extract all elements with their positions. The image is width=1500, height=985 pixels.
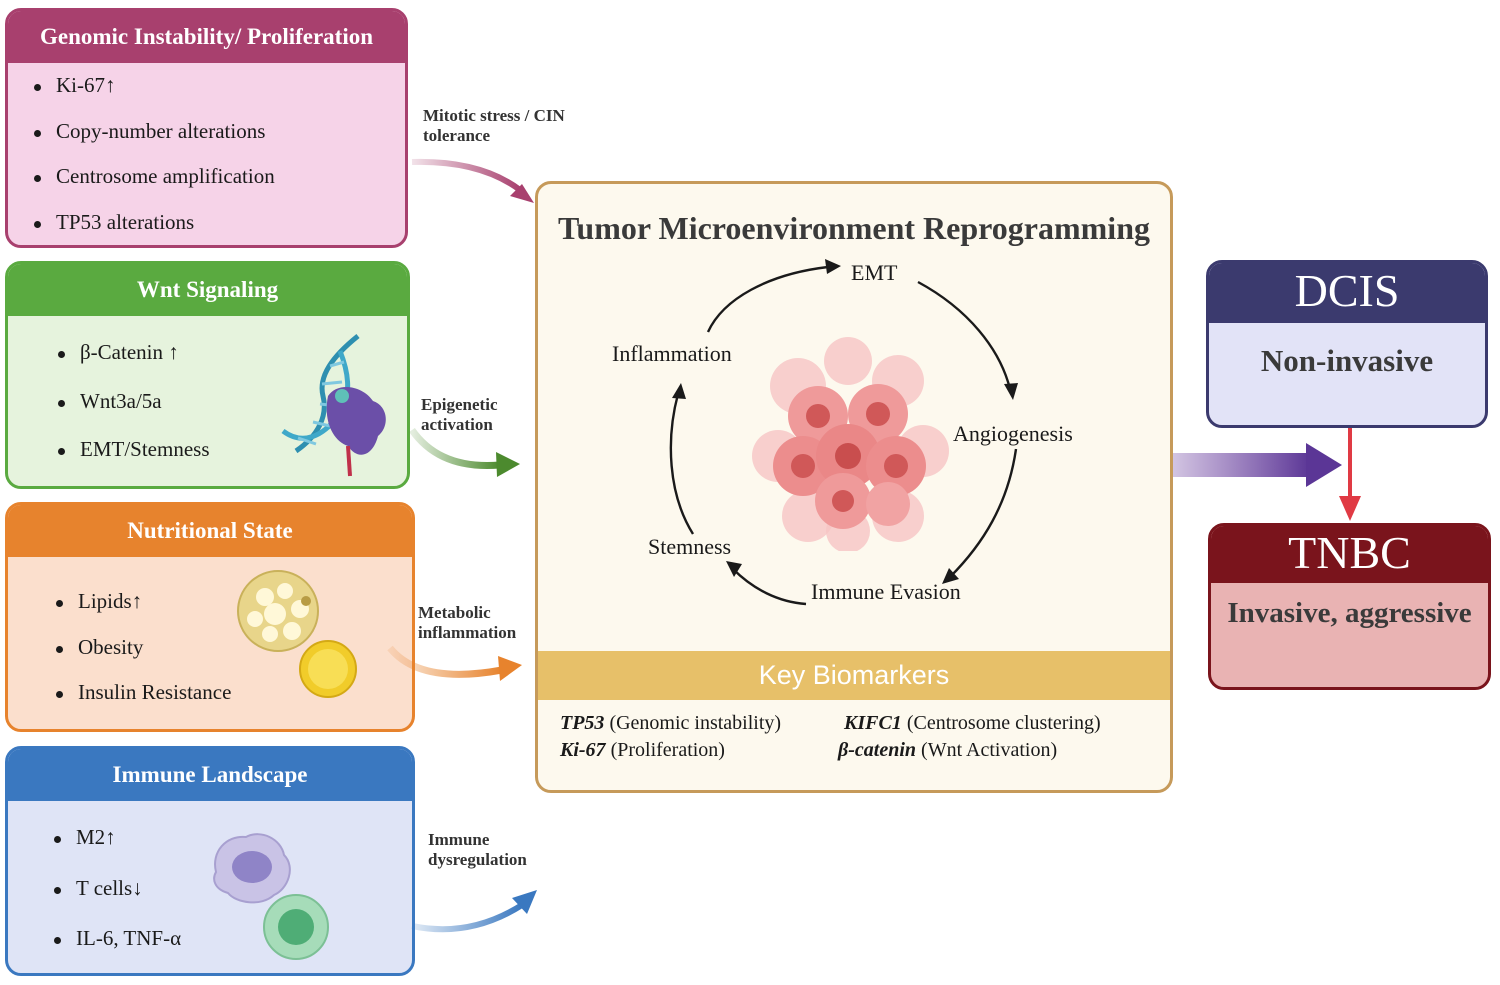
arrowhead-nutrition xyxy=(498,656,522,681)
biomarker-gene: KIFC1 xyxy=(844,712,902,734)
arrow-wnt xyxy=(409,427,501,470)
immune-panel-title: Immune Landscape xyxy=(8,749,412,801)
flow-label-nutrition: Metabolic inflammation xyxy=(418,603,516,643)
arrowhead-genomic xyxy=(510,184,534,203)
immune-item: T cells↓ xyxy=(54,876,143,900)
cycle-arrow-stemness-inflammation xyxy=(669,393,695,535)
flow-label-line: Metabolic xyxy=(418,603,491,622)
dcis-desc: Non-invasive xyxy=(1260,343,1434,378)
immune-panel: Immune Landscape M2↑ T cells↓ IL-6, TNF-… xyxy=(5,746,415,976)
tnbc-box: TNBC Invasive, aggressive xyxy=(1208,523,1491,690)
cycle-arrows xyxy=(669,259,1018,606)
cycle-arrow-inflammation-emt xyxy=(706,265,829,333)
arrowhead-immune xyxy=(512,890,537,914)
biomarkers-title: Key Biomarkers xyxy=(758,660,950,690)
cycle-arrow-immune-stemness xyxy=(732,568,807,606)
arrow-progression-head xyxy=(1306,443,1342,487)
flow-label-line: tolerance xyxy=(423,126,491,145)
arrow-immune xyxy=(411,902,524,933)
dna-icon xyxy=(281,334,386,477)
tnbc-desc: Invasive, aggressive xyxy=(1227,597,1472,629)
biomarker-gene: Ki-67 xyxy=(560,739,606,761)
biomarker-desc: (Centrosome clustering) xyxy=(906,712,1101,734)
tnbc-title: TNBC xyxy=(1211,526,1488,583)
flow-label-line: Mitotic stress / CIN xyxy=(423,106,565,125)
flow-label-line: inflammation xyxy=(418,623,517,642)
tumor-cells-icon xyxy=(752,337,949,551)
nutrition-item: Insulin Resistance xyxy=(55,680,232,704)
tme-box: Tumor Microenvironment Reprogramming xyxy=(535,181,1173,793)
dcis-box: DCIS Non-invasive xyxy=(1206,260,1488,428)
cycle-label-inflammation: Inflammation xyxy=(612,341,732,366)
genomic-item: Ki-67↑ xyxy=(34,73,116,97)
genomic-item: Copy-number alterations xyxy=(33,119,266,143)
biomarker-tp53: TP53 (Genomic instability) xyxy=(560,712,781,735)
immune-cell-icon xyxy=(213,833,329,960)
cycle-arrow-angio-immune xyxy=(949,448,1018,578)
genomic-item: Centrosome amplification xyxy=(34,164,275,188)
biomarker-gene: β-catenin xyxy=(838,739,917,761)
flow-label-immune: Immune dysregulation xyxy=(428,830,527,870)
cycle-label-stemness: Stemness xyxy=(648,534,732,559)
nutrition-panel-title: Nutritional State xyxy=(8,505,412,557)
biomarker-desc: (Genomic instability) xyxy=(609,712,782,734)
arrow-nutrition xyxy=(387,645,503,678)
wnt-panel-title: Wnt Signaling xyxy=(8,264,407,316)
wnt-panel: Wnt Signaling β-Catenin ↑ Wnt3a/5a EMT/S… xyxy=(5,261,410,489)
biomarker-kifc1: KIFC1 (Centrosome clustering) xyxy=(844,712,1101,735)
immune-item: IL-6, TNF-α xyxy=(53,926,182,950)
flow-label-line: Epigenetic xyxy=(421,395,498,414)
cycle-label-angiogenesis: Angiogenesis xyxy=(953,421,1073,446)
cycle-label-immune-evasion: Immune Evasion xyxy=(811,579,961,604)
biomarker-desc: (Proliferation) xyxy=(610,739,725,761)
biomarker-gene: TP53 xyxy=(560,712,605,734)
cycle-label-emt: EMT xyxy=(851,260,898,285)
nutrition-item: Obesity xyxy=(55,635,144,659)
biomarkers-bar: Key Biomarkers xyxy=(538,651,1170,700)
biomarker-ki67: Ki-67 (Proliferation) xyxy=(560,739,725,762)
arrow-genomic xyxy=(411,158,522,193)
nutrition-panel: Nutritional State Lipids↑ Obesity Insuli… xyxy=(5,502,415,732)
flow-label-line: activation xyxy=(421,415,493,434)
wnt-item: β-Catenin ↑ xyxy=(58,340,179,364)
nutrition-item: Lipids↑ xyxy=(55,589,143,613)
biomarker-beta-catenin: β-catenin (Wnt Activation) xyxy=(838,739,1057,762)
wnt-item: EMT/Stemness xyxy=(58,437,210,461)
flow-label-line: dysregulation xyxy=(428,850,527,869)
flow-label-wnt: Epigenetic activation xyxy=(421,395,498,435)
immune-item: M2↑ xyxy=(54,825,116,849)
dcis-title: DCIS xyxy=(1209,263,1485,323)
flow-label-line: Immune xyxy=(428,830,490,849)
adipocyte-icon xyxy=(237,570,357,698)
genomic-panel-title: Genomic Instability/ Proliferation xyxy=(8,11,405,63)
cycle-arrow-emt-angio xyxy=(917,280,1012,390)
tme-title: Tumor Microenvironment Reprogramming xyxy=(558,210,1150,246)
genomic-panel: Genomic Instability/ Proliferation Ki-67… xyxy=(5,8,408,248)
wnt-item: Wnt3a/5a xyxy=(58,389,162,413)
flow-label-genomic: Mitotic stress / CIN tolerance xyxy=(423,106,565,146)
arrow-dcis-tnbc-head xyxy=(1339,496,1361,521)
biomarker-desc: (Wnt Activation) xyxy=(921,739,1058,761)
genomic-item: TP53 alterations xyxy=(33,210,195,234)
arrowhead-wnt xyxy=(496,452,520,477)
